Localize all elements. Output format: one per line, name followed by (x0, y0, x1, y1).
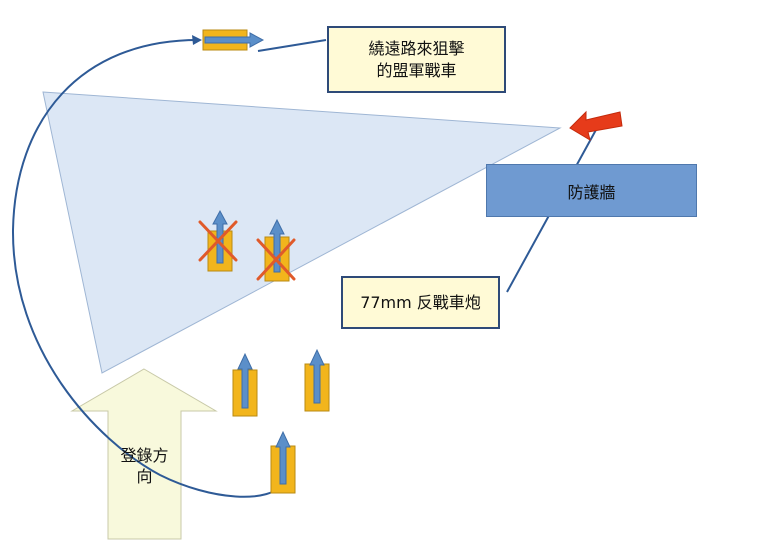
tank-3 (232, 352, 258, 417)
entry-direction-line1: 登錄方 (120, 446, 169, 465)
tank-icon (237, 352, 253, 409)
at-gun-label: 77mm 反戰車炮 (341, 276, 500, 329)
tank-5 (270, 430, 296, 494)
flank-tank-label: 繞遠路來狙擊 的盟軍戰車 (327, 26, 506, 93)
flank-callout-line (257, 39, 327, 52)
destroyed-tank-1 (198, 209, 238, 272)
flank-path-arrowhead (192, 35, 202, 45)
at-gun-label-text: 77mm 反戰車炮 (360, 292, 481, 312)
tank-icon (309, 348, 325, 404)
protective-wall: 防護牆 (486, 164, 697, 217)
tank-icon (275, 430, 291, 485)
flank-tank-label-text: 繞遠路來狙擊 的盟軍戰車 (368, 38, 465, 80)
fire-zone (42, 91, 562, 374)
flank-tank (202, 29, 265, 51)
entry-direction-label: 登錄方 向 (108, 445, 181, 487)
red-arrow-icon (569, 110, 623, 142)
destroyed-x-icon (256, 238, 296, 281)
tank-4 (304, 348, 330, 412)
entry-arrow-icon (70, 368, 218, 540)
entry-direction-line2: 向 (136, 467, 153, 486)
wall-label: 防護牆 (567, 182, 616, 202)
tank-icon (204, 32, 265, 48)
flank-path (11, 39, 286, 498)
destroyed-x-icon (198, 220, 238, 262)
destroyed-tank-2 (256, 218, 296, 282)
